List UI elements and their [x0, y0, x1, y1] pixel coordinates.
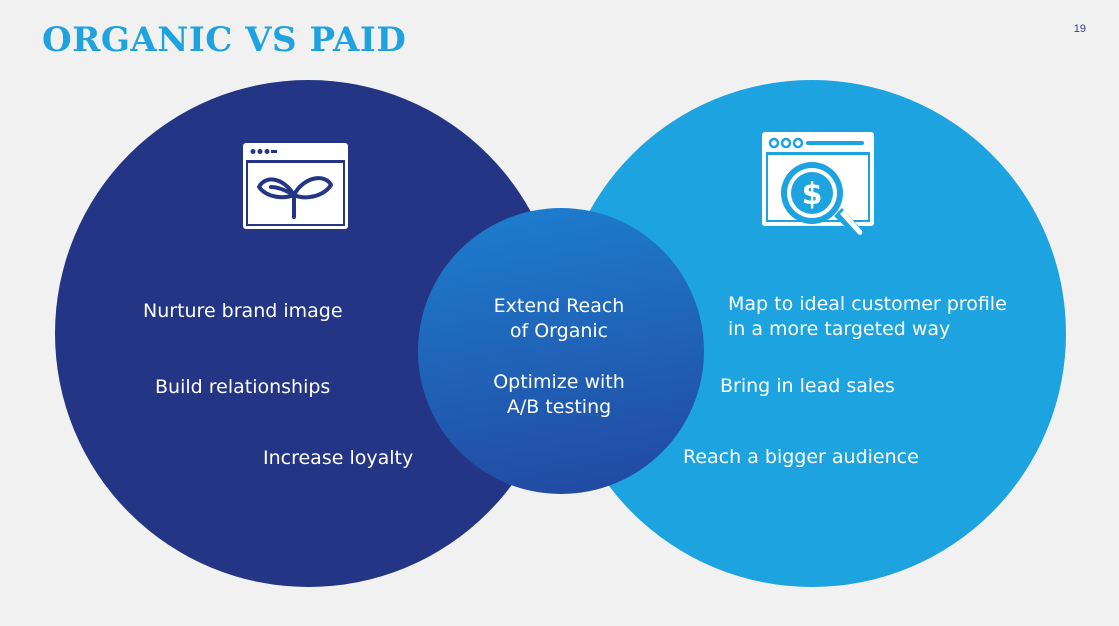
- overlap-item-extend-reach-line-2: of Organic: [509, 320, 609, 342]
- overlap-item-ab-testing-line-1: Optimize with: [493, 371, 625, 393]
- organic-item-relationships: Build relationships: [155, 376, 331, 398]
- svg-text:$: $: [802, 177, 823, 212]
- overlap-item-ab-testing: Optimize with A/B testing: [459, 370, 659, 420]
- overlap-item-extend-reach-line-1: Extend Reach: [493, 295, 625, 317]
- overlap-circle: [418, 208, 704, 494]
- overlap-item-ab-testing-line-2: A/B testing: [506, 396, 612, 418]
- paid-item-bigger-audience: Reach a bigger audience: [683, 446, 919, 468]
- paid-item-customer-profile-line-2: in a more targeted way: [728, 318, 951, 340]
- paid-item-lead-sales: Bring in lead sales: [720, 375, 895, 397]
- page-number: 19: [1073, 23, 1086, 35]
- browser-plant-icon: [243, 143, 348, 229]
- organic-item-nurture: Nurture brand image: [143, 300, 343, 322]
- paid-item-customer-profile: Map to ideal customer profile in a more …: [728, 292, 1007, 342]
- organic-item-loyalty: Increase loyalty: [263, 447, 414, 469]
- overlap-item-extend-reach: Extend Reach of Organic: [459, 294, 659, 344]
- slide-title: ORGANIC VS PAID: [42, 20, 407, 60]
- paid-item-customer-profile-line-1: Map to ideal customer profile: [728, 293, 1007, 315]
- browser-dollar-search-icon: $: [762, 132, 874, 248]
